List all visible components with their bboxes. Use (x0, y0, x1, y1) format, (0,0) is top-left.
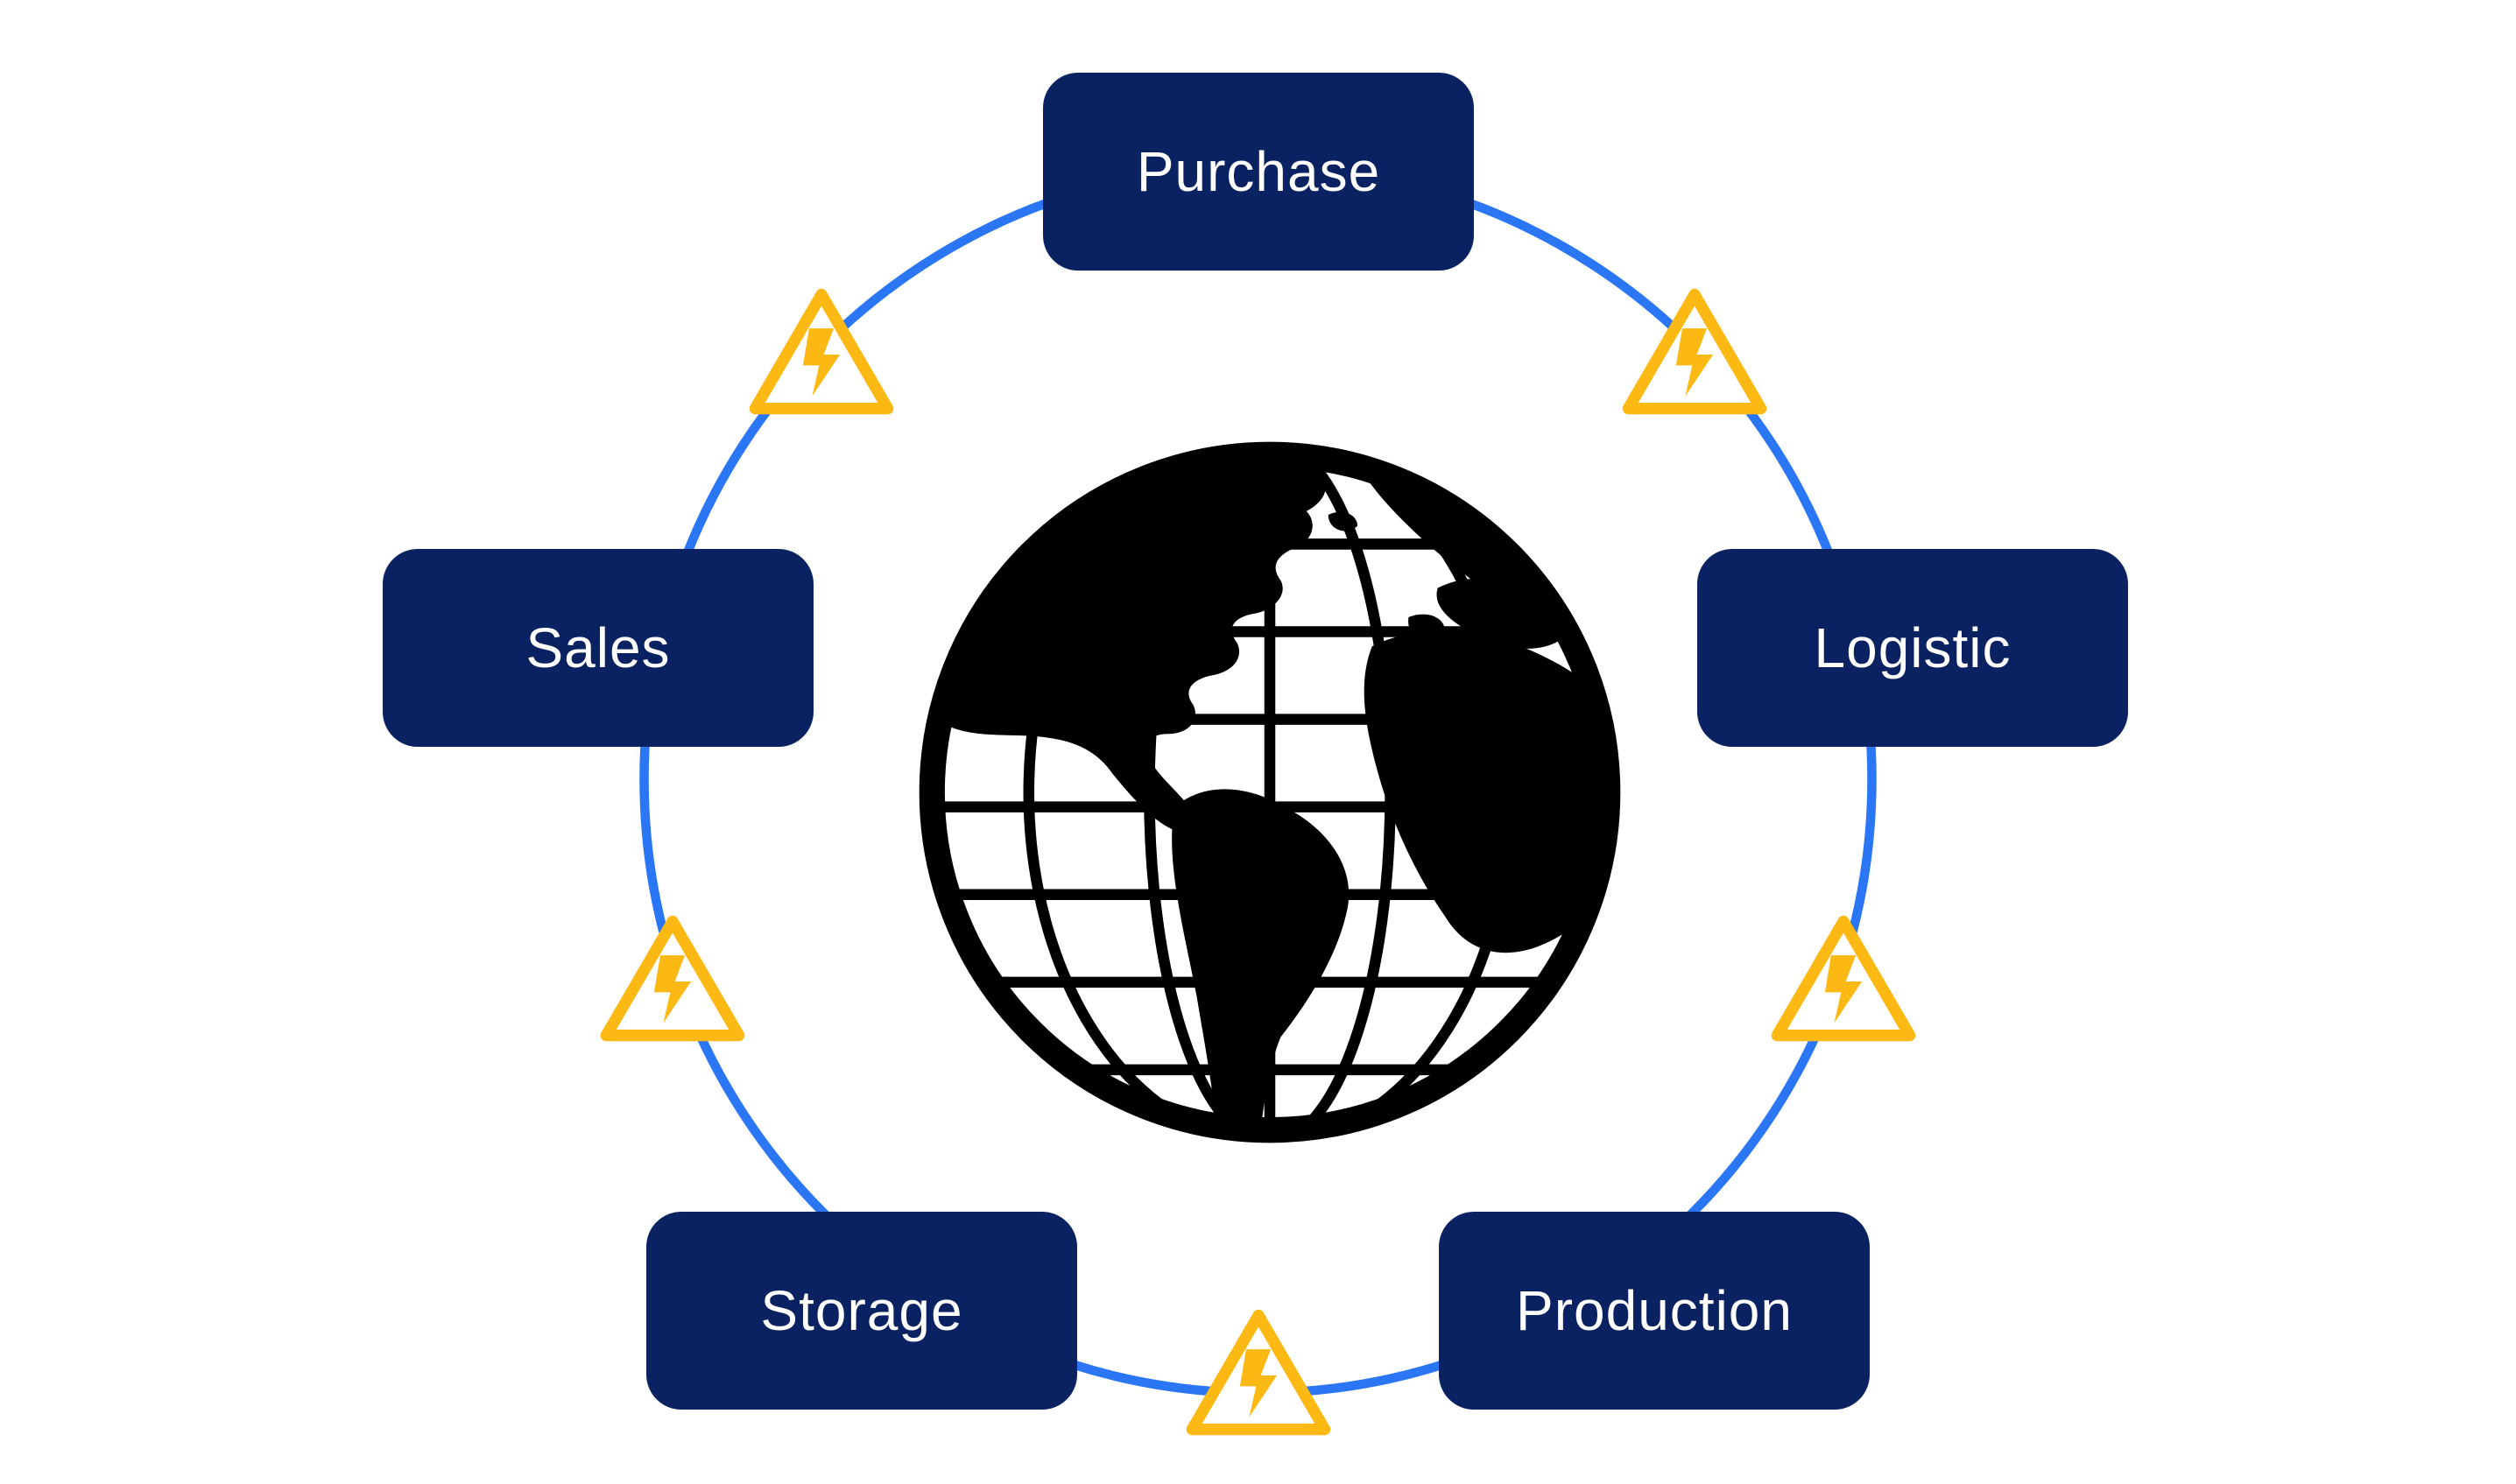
warning-lightning-icon (596, 911, 750, 1046)
node-purchase: Purchase (1043, 73, 1474, 271)
node-production: Production (1439, 1212, 1870, 1410)
node-logistic-label: Logistic (1814, 616, 2012, 679)
node-storage-label: Storage (760, 1279, 963, 1342)
node-purchase-label: Purchase (1136, 140, 1381, 203)
warning-lightning-icon (1181, 1305, 1336, 1440)
warning-lightning-icon (744, 284, 899, 419)
node-sales: Sales (383, 549, 814, 747)
node-storage: Storage (646, 1212, 1077, 1410)
warning-lightning-icon (1617, 284, 1772, 419)
node-logistic: Logistic (1697, 549, 2128, 747)
node-sales-label: Sales (525, 616, 671, 679)
node-production-label: Production (1516, 1279, 1793, 1342)
globe-icon (919, 441, 1621, 1143)
warning-lightning-icon (1766, 911, 1920, 1046)
